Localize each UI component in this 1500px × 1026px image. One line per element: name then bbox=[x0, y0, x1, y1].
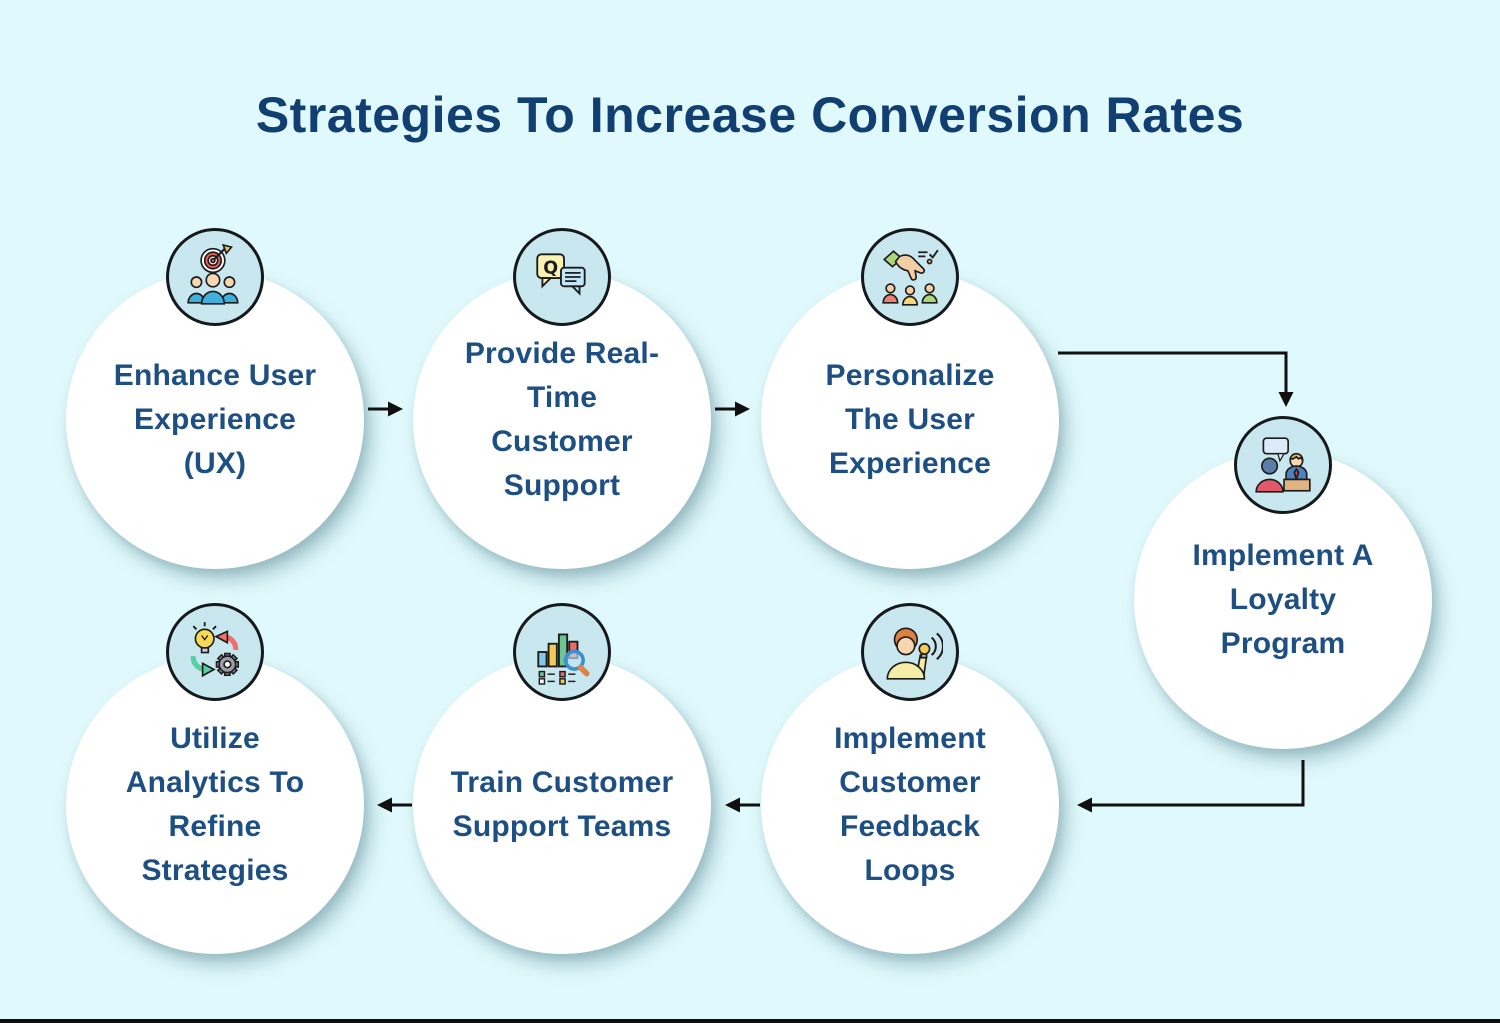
connector-personalize-to-loyalty bbox=[1058, 351, 1294, 407]
chart-magnifier-icon bbox=[513, 603, 611, 701]
node-label: Implement A Loyalty Program bbox=[1192, 538, 1374, 661]
node-refine-strategies: Utilize Analytics To Refine Strategies bbox=[66, 656, 364, 954]
node-label: Enhance User Experience (UX) bbox=[113, 358, 317, 481]
node-label: Implement Customer Feedback Loops bbox=[834, 721, 986, 888]
service-desk-chat-icon bbox=[1234, 416, 1332, 514]
listening-idea-icon bbox=[861, 603, 959, 701]
node-label: Provide Real- Time Customer Support bbox=[464, 336, 660, 503]
node-label: Personalize The User Experience bbox=[825, 358, 995, 481]
node-label: Utilize Analytics To Refine Strategies bbox=[125, 721, 305, 888]
idea-gear-cycle-icon bbox=[166, 603, 264, 701]
node-feedback-loops: Implement Customer Feedback Loops bbox=[761, 656, 1059, 954]
connector-loyalty-to-feedback bbox=[1077, 760, 1305, 813]
node-train-support-teams: Train Customer Support Teams bbox=[413, 656, 711, 954]
bottom-white-strip bbox=[0, 1023, 1500, 1026]
target-audience-icon bbox=[166, 228, 264, 326]
node-label: Train Customer Support Teams bbox=[450, 765, 674, 843]
hand-picking-user-icon bbox=[861, 228, 959, 326]
svg-text:Q: Q bbox=[543, 258, 558, 278]
question-answer-chat-icon: Q bbox=[513, 228, 611, 326]
page-title: Strategies To Increase Conversion Rates bbox=[255, 87, 1245, 143]
bottom-border-line bbox=[0, 1019, 1500, 1023]
